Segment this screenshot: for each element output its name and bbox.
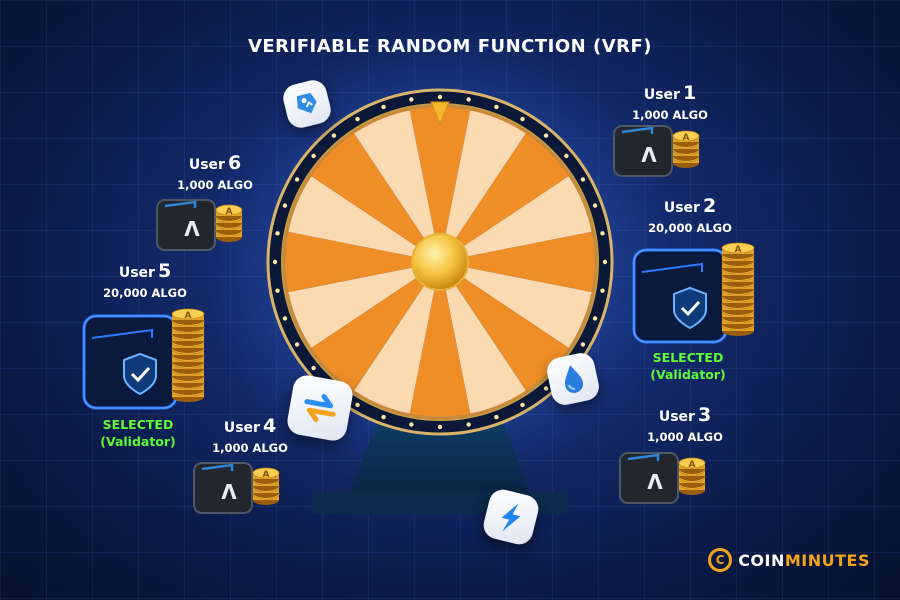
water-drop-tile [545,351,602,408]
rim-light [593,316,597,320]
rim-light [381,105,385,109]
user-5-selected-badge: SELECTED (Validator) [68,416,208,450]
rim-light [494,415,498,419]
wheel-hub [412,234,468,290]
user-number: 2 [703,195,716,217]
user-number: 4 [263,415,276,437]
algorand-logo-icon: Λ [184,217,200,241]
rim-light [273,260,277,264]
user-name: User [664,200,700,216]
rim-light [564,154,568,158]
rim-light [381,415,385,419]
user-5-wallet-icon: A [82,298,212,413]
user-amount: 1,000 ALGO [615,430,755,444]
user-3-wallet-icon: ΛA [618,445,710,507]
rim-light [295,342,299,346]
svg-text:A: A [735,245,742,255]
svg-text:A: A [689,460,696,470]
rim-light [544,386,548,390]
rim-light [520,403,524,407]
user-name: User [189,157,225,173]
selected-role: (Validator) [618,366,758,383]
rim-light [466,97,470,101]
user-1-label: User1 1,000 ALGO [600,82,740,122]
rim-light [600,288,604,292]
user-name: User [644,87,680,103]
rim-light [544,133,548,137]
user-number: 3 [698,404,711,426]
user-1-wallet-icon: ΛA [612,118,704,180]
rim-light [332,133,336,137]
rim-light [283,316,287,320]
rim-light [275,231,279,235]
rim-light [438,95,442,99]
rim-light [581,342,585,346]
user-amount: 1,000 ALGO [145,178,285,192]
user-4-wallet-icon: ΛA [192,455,284,517]
svg-text:A: A [263,470,270,480]
rim-light [494,105,498,109]
user-2-wallet-icon: A [632,232,762,347]
algorand-logo-icon: Λ [221,480,237,504]
water-drop-icon [545,351,602,408]
rim-light [409,422,413,426]
user-name: User [659,409,695,425]
user-name: User [224,420,260,436]
algorand-logo-icon: Λ [641,143,657,167]
rim-light [283,203,287,207]
selected-role: (Validator) [68,433,208,450]
rim-light [311,366,315,370]
selected-label: SELECTED [68,416,208,433]
rim-light [600,231,604,235]
user-name: User [119,265,155,281]
brand-suffix: MINUTES [785,551,870,570]
rim-light [295,177,299,181]
brand-prefix: COIN [738,551,785,570]
algorand-logo-icon: Λ [647,470,663,494]
user-number: 6 [228,152,241,174]
user-number: 5 [158,260,171,282]
rim-light [355,403,359,407]
user-2-selected-badge: SELECTED (Validator) [618,349,758,383]
rim-light [603,260,607,264]
user-number: 1 [683,82,696,104]
rim-light [438,425,442,429]
rim-light [520,117,524,121]
rim-light [409,97,413,101]
rim-light [355,117,359,121]
rim-light [593,203,597,207]
svg-text:A: A [226,207,233,217]
svg-text:A: A [185,311,192,321]
rim-light [466,422,470,426]
rim-light [311,154,315,158]
user-6-wallet-icon: ΛA [155,192,247,254]
rim-light [275,288,279,292]
svg-text:A: A [683,133,690,143]
coinminutes-logo-icon: C [708,548,732,572]
coinminutes-brand: C COINMINUTES [708,548,870,572]
selected-label: SELECTED [618,349,758,366]
rim-light [581,177,585,181]
